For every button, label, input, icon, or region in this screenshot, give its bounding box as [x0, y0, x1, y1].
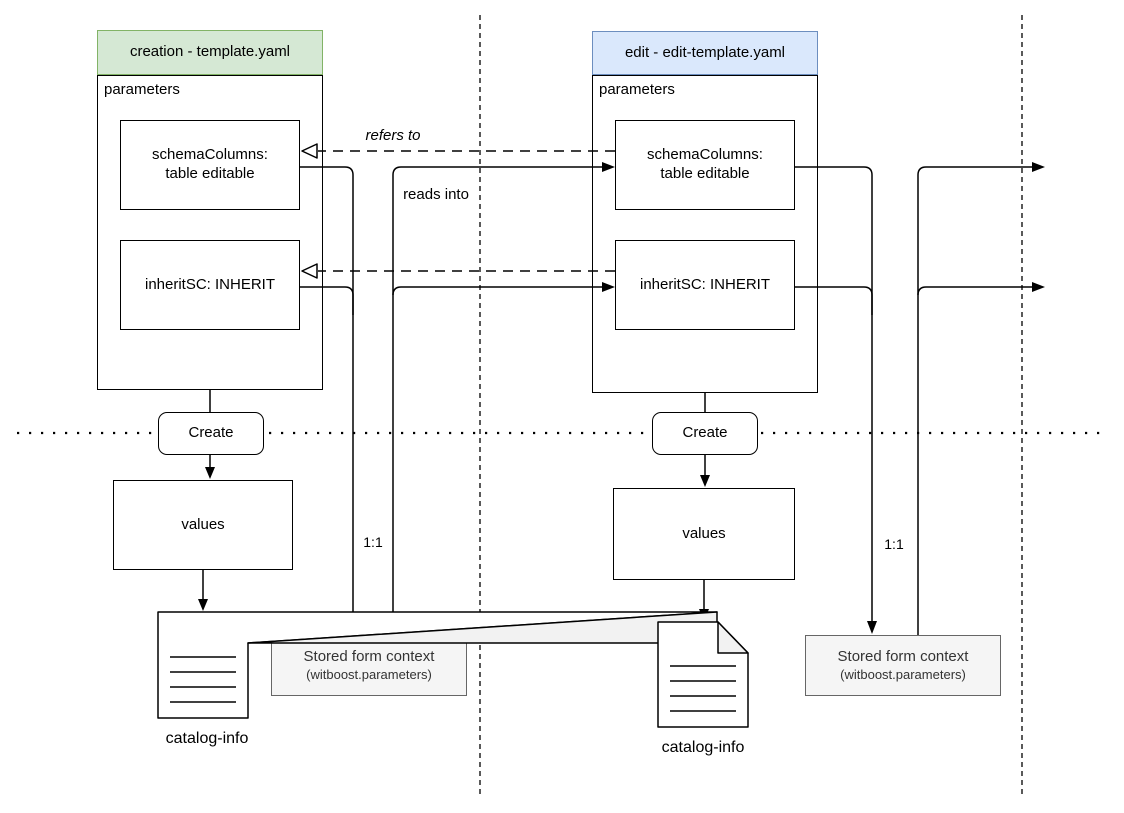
- creation-header-label: creation - template.yaml: [129, 43, 291, 61]
- creation-header-node: creation - template.yaml: [97, 30, 323, 75]
- creation-inherit-sc-label: inheritSC: INHERIT: [144, 275, 276, 293]
- creation-stored-context-subtitle: (witboost.parameters): [306, 667, 432, 683]
- creation-values-label: values: [181, 515, 225, 533]
- edit-stored-context-subtitle: (witboost.parameters): [840, 667, 966, 683]
- edit-create-label: Create: [682, 424, 728, 442]
- edit-stored-context-node: Stored form context (witboost.parameters…: [805, 635, 1001, 696]
- edit-values-label: values: [682, 524, 726, 542]
- edit-ratio-label: 1:1: [881, 536, 907, 552]
- edit-schema-columns-label: schemaColumns: table editable: [647, 146, 763, 182]
- creation-catalog-info-caption: catalog-info: [165, 730, 249, 747]
- edit-inherit-sc-node: inheritSC: INHERIT: [615, 240, 795, 330]
- creation-stored-context-node: Stored form context (witboost.parameters…: [271, 635, 467, 696]
- creation-create-node: Create: [158, 412, 264, 455]
- creation-stored-context-title: Stored form context: [303, 647, 435, 665]
- creation-inherit-sc-node: inheritSC: INHERIT: [120, 240, 300, 330]
- edit-stored-context-title: Stored form context: [837, 647, 969, 665]
- edit-inherit-sc-label: inheritSC: INHERIT: [639, 275, 771, 293]
- edit-header-node: edit - edit-template.yaml: [592, 31, 818, 75]
- edit-parameters-label: parameters: [599, 81, 675, 98]
- reads-into-edge-label: reads into: [393, 186, 479, 203]
- creation-schema-columns-label: schemaColumns: table editable: [152, 146, 268, 182]
- creation-create-label: Create: [188, 424, 234, 442]
- refers-to-edge-label: refers to: [351, 127, 435, 144]
- creation-ratio-label: 1:1: [360, 534, 386, 550]
- creation-parameters-label: parameters: [104, 81, 180, 98]
- creation-schema-columns-node: schemaColumns: table editable: [120, 120, 300, 210]
- edit-header-label: edit - edit-template.yaml: [624, 43, 786, 61]
- edit-create-node: Create: [652, 412, 758, 455]
- edit-schema-columns-node: schemaColumns: table editable: [615, 120, 795, 210]
- edit-values-node: values: [613, 488, 795, 580]
- edit-catalog-info-caption: catalog-info: [661, 739, 745, 756]
- creation-values-node: values: [113, 480, 293, 570]
